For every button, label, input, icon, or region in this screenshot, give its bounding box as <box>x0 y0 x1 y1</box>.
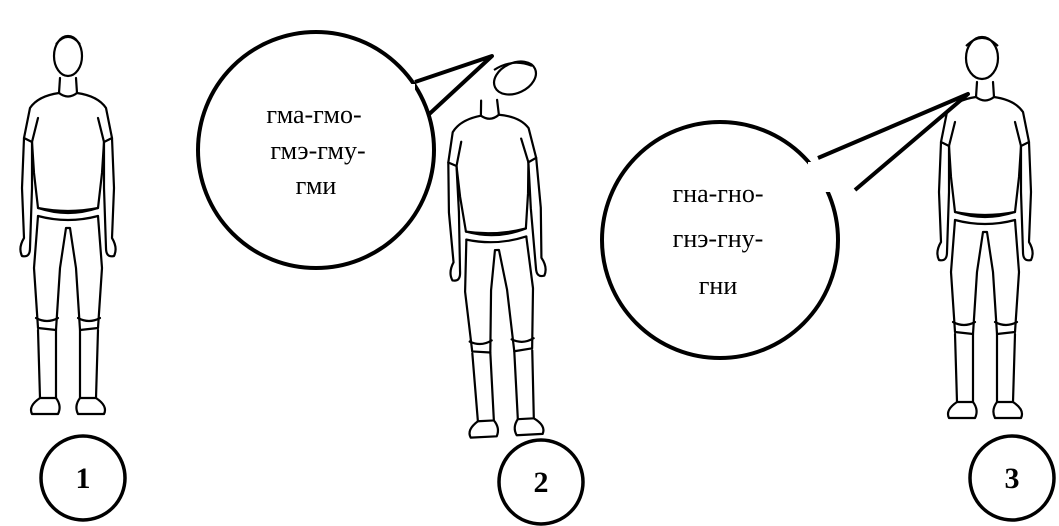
figure-1 <box>20 36 115 414</box>
speech-bubble-3-line-2: гнэ-гну- <box>673 224 764 253</box>
number-badge-2: 2 <box>499 440 583 524</box>
speech-bubble-2-line-3: гми <box>296 171 337 200</box>
number-badge-2-label: 2 <box>534 466 549 499</box>
figure-3 <box>937 37 1032 418</box>
number-badge-1: 1 <box>41 436 125 520</box>
number-badge-1-label: 1 <box>76 462 91 495</box>
figure-2 <box>442 55 555 438</box>
speech-bubble-3-line-3: гни <box>699 271 738 300</box>
speech-bubble-3: гна-гно- гнэ-гну- гни <box>602 94 968 358</box>
number-badge-3: 3 <box>970 436 1054 520</box>
figure-3-head <box>966 37 998 79</box>
speech-bubble-2-line-2: гмэ-гму- <box>270 136 365 165</box>
speech-bubble-3-line-1: гна-гно- <box>672 179 763 208</box>
number-badge-3-label: 3 <box>1005 462 1020 495</box>
speech-bubble-2-line-1: гма-гмо- <box>266 100 361 129</box>
speech-bubble-2: гма-гмо- гмэ-гму- гми <box>198 32 492 268</box>
